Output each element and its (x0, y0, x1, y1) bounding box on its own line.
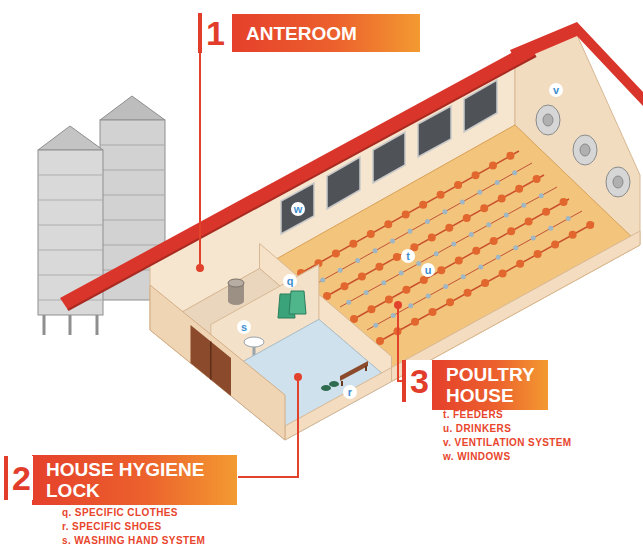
ventilation-fan (536, 105, 560, 135)
part-letter: t (401, 249, 415, 263)
silo (100, 96, 165, 120)
anteroom-floor (228, 279, 244, 287)
silo (44, 315, 97, 335)
leader-line (238, 377, 298, 477)
list-item: q. SPECIFIC CLOTHES (62, 506, 178, 519)
part-letter: v (549, 83, 563, 97)
callout-box: HOUSE HYGIENE LOCK (32, 455, 237, 505)
callout-number: 2 (4, 456, 33, 500)
gable-wall (191, 325, 232, 396)
list-item: u. DRINKERS (443, 422, 511, 435)
list-item: s. WASHING HAND SYSTEM (62, 534, 205, 547)
callout-number: 3 (402, 360, 431, 402)
front-wall (285, 368, 392, 441)
part-letter: s (237, 320, 251, 334)
part-letter: r (343, 385, 357, 399)
silo (38, 96, 165, 335)
leader-dot (294, 373, 302, 381)
gable-wall (210, 342, 212, 380)
leader-dot (394, 301, 402, 309)
hand-wash-sink (244, 337, 264, 347)
drinker-line (314, 163, 582, 330)
gable-wall (150, 285, 285, 440)
ventilation-fan (580, 144, 590, 156)
callout-box: ANTEROOM (232, 14, 420, 52)
callout-title: HOUSE HYGIENE LOCK (46, 459, 227, 501)
front-wall (392, 231, 641, 382)
ventilation-fan (543, 114, 553, 126)
leader-dot (196, 264, 402, 381)
feeder-line (301, 151, 594, 341)
feeder-line (301, 151, 594, 341)
front-wall (285, 368, 392, 441)
shoe-bench (329, 381, 339, 387)
drinker-line (314, 163, 582, 330)
part-letter: q (283, 274, 297, 288)
shoe-bench (340, 361, 368, 381)
part-letter: w (291, 202, 305, 216)
feeder-line (301, 151, 594, 341)
callout-title: ANTEROOM (246, 23, 410, 44)
callout-number: 1 (198, 13, 227, 53)
list-item: r. SPECIFIC SHOES (62, 520, 162, 533)
shoe-bench (321, 385, 331, 391)
ventilation-fan (573, 135, 597, 165)
ventilation-fan (613, 176, 623, 188)
clothes (278, 291, 306, 318)
front-wall (392, 231, 641, 382)
silo (38, 126, 103, 150)
anteroom-floor (228, 297, 244, 305)
list-item: v. VENTILATION SYSTEM (443, 436, 572, 449)
leader-line (199, 52, 201, 268)
drinker-line (314, 163, 582, 330)
leader-dot (196, 264, 204, 272)
gable-wall (150, 285, 285, 440)
list-item: t. FEEDERS (443, 408, 503, 421)
roof (510, 22, 643, 106)
part-letter: u (421, 263, 435, 277)
callout-box: POULTRY HOUSE (432, 360, 548, 410)
clothes (289, 291, 306, 314)
callout-title: POULTRY HOUSE (446, 364, 538, 406)
ventilation-fan (606, 167, 630, 197)
list-item: w. WINDOWS (443, 450, 511, 463)
leader-line (200, 52, 402, 477)
